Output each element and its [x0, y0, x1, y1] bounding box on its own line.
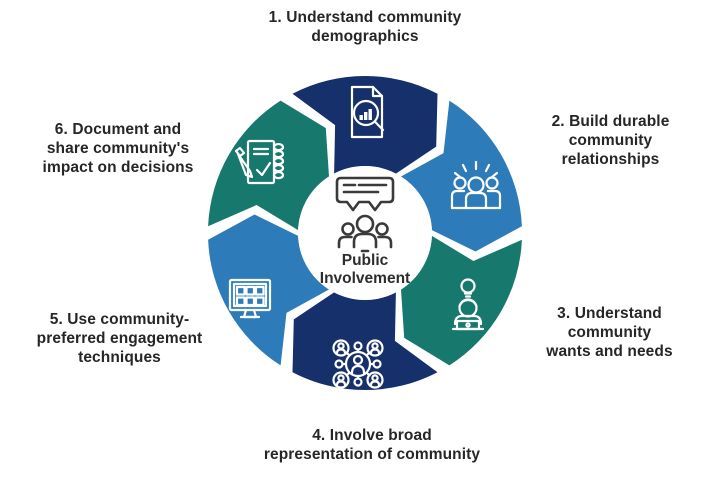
- label-step-4: 4. Involve broad representation of commu…: [263, 427, 481, 463]
- center-label: Public Involvement: [295, 252, 435, 288]
- monitor-options-grid-icon: [228, 278, 272, 319]
- listener-idea-laptop-icon: [451, 278, 485, 331]
- label-step-6: 6. Document and share community's impact…: [42, 121, 194, 176]
- label-step-2: 2. Build durable community relationships: [551, 113, 670, 168]
- segment-2-wedge: [401, 100, 522, 252]
- document-chart-magnifier-icon: [350, 85, 385, 139]
- people-network-icon: [332, 339, 384, 389]
- label-step-1: 1. Understand community demographics: [268, 9, 462, 45]
- label-step-5: 5. Use community- preferred engagement t…: [36, 311, 203, 366]
- segment-4-wedge: [292, 292, 438, 391]
- speech-bubbles-over-people-icon: [335, 176, 395, 253]
- notepad-pen-checklist-icon: [234, 139, 285, 185]
- center-label-line2: Involvement: [319, 269, 411, 287]
- center-label-line1: Public: [341, 252, 389, 269]
- segment-5-wedge: [208, 214, 329, 366]
- segment-3-wedge: [401, 235, 522, 366]
- celebrating-team-icon: [450, 160, 502, 210]
- label-step-3: 3. Understand community wants and needs: [546, 305, 673, 360]
